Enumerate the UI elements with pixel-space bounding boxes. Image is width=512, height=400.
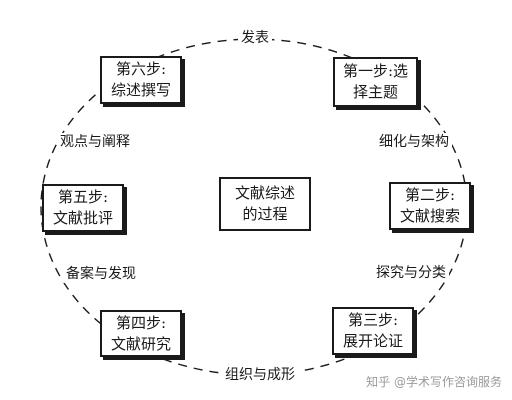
center-line-2: 的过程 (242, 205, 288, 223)
step-3-line-1: 第三步: (347, 311, 399, 329)
step-4-line-2: 文献研究 (110, 334, 171, 353)
center-box: 文献综述 的过程 (219, 177, 311, 231)
step-6-line-1: 第六步: (115, 60, 167, 78)
step-4-box: 第四步: 文献研究 (100, 310, 182, 357)
transition-label-explore: 探究与分类 (373, 264, 449, 282)
step-3-box: 第三步: 展开论证 (332, 307, 414, 355)
step-5-line-1: 第五步: (57, 188, 109, 206)
transition-label-record: 备案与发现 (63, 265, 139, 283)
transition-label-refine: 细化与架构 (376, 133, 452, 151)
transition-label-publish: 发表 (238, 29, 272, 47)
step-5-box: 第五步: 文献批评 (42, 184, 124, 232)
transition-label-interpret: 观点与阐释 (57, 133, 133, 151)
step-6-line-2: 综述撰写 (110, 81, 171, 99)
step-6-box: 第六步: 综述撰写 (100, 56, 182, 104)
step-2-line-1: 第二步: (404, 186, 456, 204)
step-4-line-1: 第四步: (115, 313, 167, 332)
step-1-box: 第一步:选 择主题 (333, 57, 418, 107)
step-2-line-2: 文献搜索 (399, 207, 460, 225)
step-5-line-2: 文献批评 (52, 209, 113, 227)
center-line-1: 文献综述 (234, 184, 295, 202)
step-3-line-2: 展开论证 (342, 332, 403, 350)
step-2-box: 第二步: 文献搜索 (389, 182, 471, 230)
watermark: 知乎 @学术写作咨询服务 (364, 373, 504, 390)
step-1-line-1: 第一步:选 (342, 62, 409, 80)
transition-label-organize: 组织与成形 (222, 366, 298, 384)
step-1-line-2: 择主题 (352, 83, 398, 101)
